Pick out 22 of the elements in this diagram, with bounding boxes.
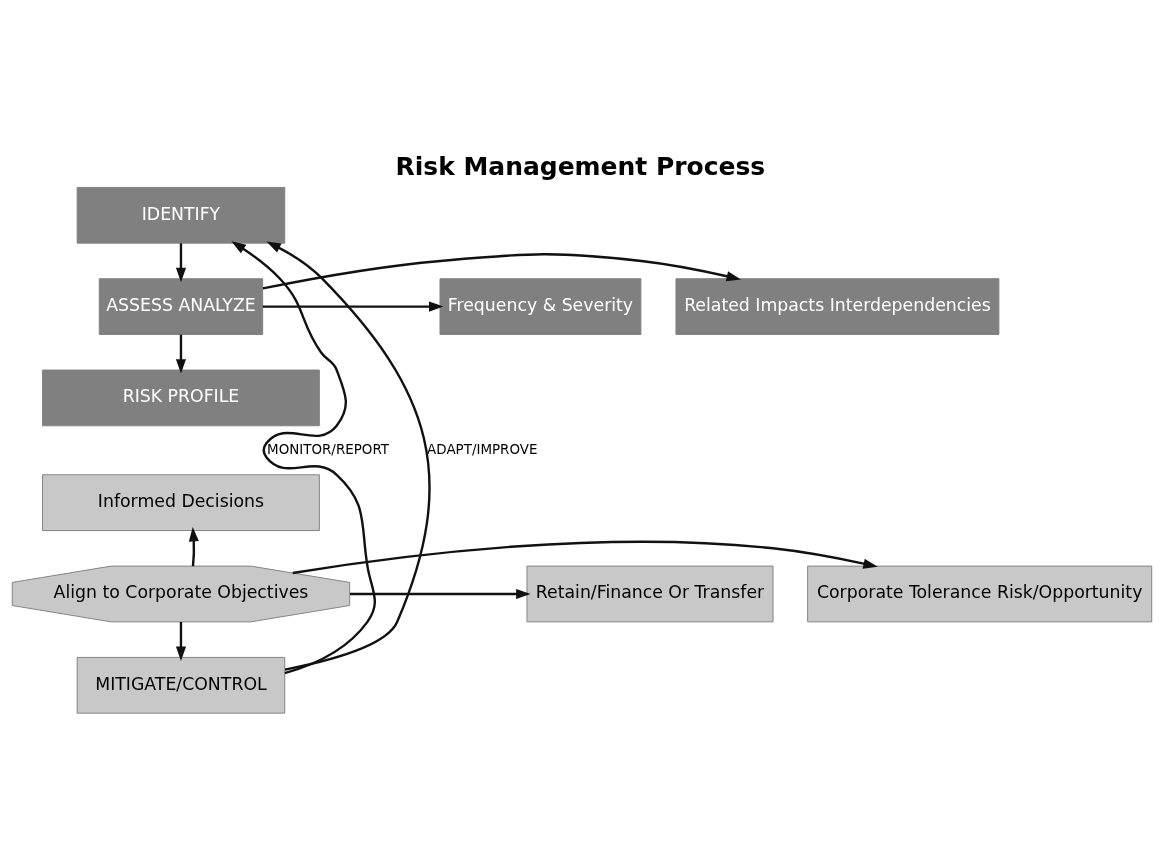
node-box: Related Impacts Interdependencies bbox=[675, 278, 1000, 335]
arrow bbox=[175, 243, 187, 283]
node-box: Frequency & Severity bbox=[439, 278, 642, 335]
node-box: ASSESS ANALYZE bbox=[98, 278, 264, 335]
arrow bbox=[350, 588, 531, 600]
arrow bbox=[262, 253, 741, 290]
edge-label: ADAPT/IMPROVE bbox=[427, 441, 538, 457]
node-box: Informed Decisions bbox=[42, 474, 320, 531]
node-box: IDENTIFY bbox=[76, 186, 286, 244]
arrow bbox=[175, 334, 187, 374]
arrow bbox=[175, 622, 187, 661]
node-box: RISK PROFILE bbox=[42, 369, 320, 427]
arrow bbox=[266, 241, 431, 671]
edge-label: MONITOR/REPORT bbox=[267, 441, 389, 457]
arrow bbox=[292, 540, 878, 575]
arrow bbox=[231, 241, 376, 675]
arrow bbox=[188, 527, 199, 567]
diagram-title: Risk Management Process bbox=[395, 151, 766, 181]
node-box: MITIGATE/CONTROL bbox=[76, 656, 286, 714]
node-box: Retain/Finance Or Transfer bbox=[526, 565, 774, 623]
arrow bbox=[262, 301, 444, 312]
node-box: Corporate Tolerance Risk/Opportunity bbox=[807, 565, 1153, 623]
